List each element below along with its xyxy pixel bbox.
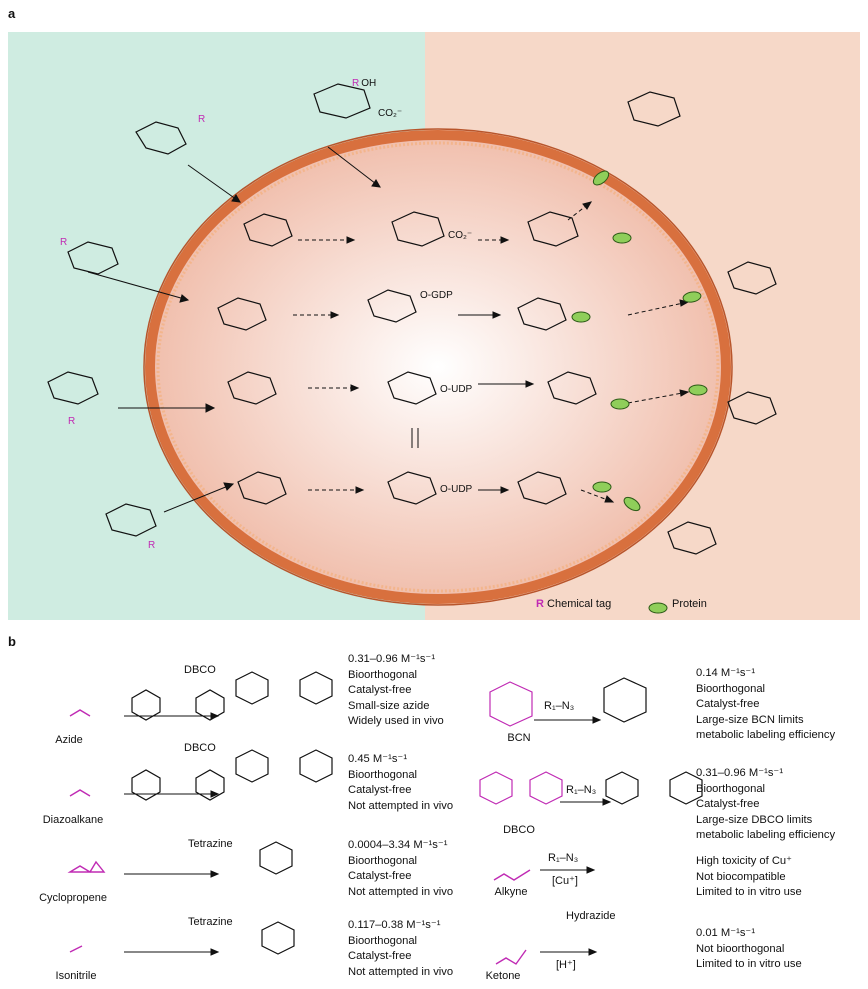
prop-line: Not attempted in vivo: [348, 965, 454, 978]
tag-r-manNAc: R: [198, 114, 206, 125]
reagent-azide-2: R₁–N₃: [566, 784, 597, 796]
legend-tag-symbol: R: [536, 598, 544, 610]
prop-line: Catalyst-free: [696, 798, 760, 811]
reagent-tetrazine-2: Tetrazine: [188, 916, 233, 928]
prop-line: Not biocompatible: [696, 870, 786, 883]
props-ketone: 0.01 M⁻¹s⁻¹ Not bioorthogonal Limited to…: [696, 926, 802, 973]
props-cyclopropene: 0.0004–3.34 M⁻¹s⁻¹ Bioorthogonal Catalys…: [348, 838, 453, 900]
substrate-diazoalkane: Diazoalkane: [42, 814, 104, 826]
substrate-isonitrile: Isonitrile: [55, 970, 97, 982]
rate-azide: 0.31–0.96 M⁻¹s⁻¹: [348, 653, 436, 665]
legend-tag: R Chemical tag: [536, 598, 611, 610]
tag-r-galNAc: R: [68, 416, 76, 427]
carboxylate-label-inner: CO₂⁻: [448, 230, 473, 241]
reagent-azide-1: R₁–N₃: [544, 700, 575, 712]
prop-line: metabolic labeling efficiency: [696, 829, 836, 842]
substrate-alkyne: Alkyne: [494, 886, 528, 898]
prop-line: Small-size azide: [348, 699, 430, 712]
cell-membrane: [47, 83, 777, 606]
catalyst-cu: [Cu⁺]: [552, 875, 578, 887]
rate-alkyne: High toxicity of Cu⁺: [696, 855, 793, 867]
prop-line: Limited to in vitro use: [696, 886, 802, 899]
prop-line: Large-size DBCO limits: [696, 813, 813, 826]
prop-line: Bioorthogonal: [348, 854, 418, 867]
prop-line: Catalyst-free: [696, 698, 760, 711]
prop-line: Catalyst-free: [348, 950, 412, 963]
prop-line: Large-size BCN limits: [696, 713, 804, 726]
substrate-ketone: Ketone: [485, 970, 521, 982]
tag-r-fucose: R: [60, 237, 68, 248]
props-dbco: 0.31–0.96 M⁻¹s⁻¹ Bioorthogonal Catalyst-…: [696, 766, 835, 844]
props-isonitrile: 0.117–0.38 M⁻¹s⁻¹ Bioorthogonal Catalyst…: [348, 918, 453, 980]
rate-isonitrile: 0.117–0.38 M⁻¹s⁻¹: [348, 919, 441, 931]
prop-line: Catalyst-free: [348, 684, 412, 697]
reagent-azide-3: R₁–N₃: [548, 852, 579, 864]
reaction-schemes: [67, 671, 703, 965]
rate-diazoalkane: 0.45 M⁻¹s⁻¹: [348, 753, 408, 765]
reagent-hydrazide: Hydrazide: [566, 910, 616, 922]
props-alkyne: High toxicity of Cu⁺ Not biocompatible L…: [696, 854, 802, 901]
prop-line: Not attempted in vivo: [348, 885, 454, 898]
legend-tag-label: Chemical tag: [547, 598, 612, 610]
tag-r-glcNAc: R: [148, 540, 156, 551]
props-bcn: 0.14 M⁻¹s⁻¹ Bioorthogonal Catalyst-free …: [696, 666, 835, 744]
udp-label-2: O-UDP: [440, 484, 473, 495]
catalyst-h: [H⁺]: [556, 959, 576, 971]
rate-ketone: 0.01 M⁻¹s⁻¹: [696, 927, 756, 939]
reagent-tetrazine-1: Tetrazine: [188, 838, 233, 850]
legend-protein-icon: [648, 602, 668, 614]
substrate-dbco: DBCO: [503, 824, 535, 836]
reagent-dbco-2: DBCO: [184, 742, 216, 754]
substrate-bcn: BCN: [507, 732, 531, 744]
carboxylate-label-top: CO₂⁻: [378, 108, 403, 119]
rate-dbco: 0.31–0.96 M⁻¹s⁻¹: [696, 767, 784, 779]
prop-line: Bioorthogonal: [696, 682, 766, 695]
props-diazoalkane: 0.45 M⁻¹s⁻¹ Bioorthogonal Catalyst-free …: [348, 752, 453, 814]
prop-line: Widely used in vivo: [348, 715, 444, 728]
prop-line: metabolic labeling efficiency: [696, 729, 836, 742]
reagent-dbco-1: DBCO: [184, 664, 216, 676]
rate-bcn: 0.14 M⁻¹s⁻¹: [696, 667, 756, 679]
prop-line: Bioorthogonal: [696, 782, 766, 795]
gdp-label: O-GDP: [420, 290, 453, 301]
prop-line: Not bioorthogonal: [696, 942, 785, 955]
prop-line: Bioorthogonal: [348, 934, 418, 947]
prop-line: Not attempted in vivo: [348, 799, 454, 812]
rate-cyclopropene: 0.0004–3.34 M⁻¹s⁻¹: [348, 839, 448, 851]
props-azide: 0.31–0.96 M⁻¹s⁻¹ Bioorthogonal Catalyst-…: [348, 652, 444, 730]
panel-a-letter: a: [8, 6, 16, 21]
substrate-azide: Azide: [55, 734, 83, 746]
panel-b-letter: b: [8, 634, 16, 649]
substrate-cyclopropene: Cyclopropene: [39, 892, 107, 904]
prop-line: Bioorthogonal: [348, 768, 418, 781]
legend-protein-label: Protein: [672, 598, 707, 610]
prop-line: Bioorthogonal: [348, 668, 418, 681]
prop-line: Limited to in vitro use: [696, 958, 802, 971]
prop-line: Catalyst-free: [348, 784, 412, 797]
udp-label-1: O-UDP: [440, 384, 473, 395]
prop-line: Catalyst-free: [348, 870, 412, 883]
